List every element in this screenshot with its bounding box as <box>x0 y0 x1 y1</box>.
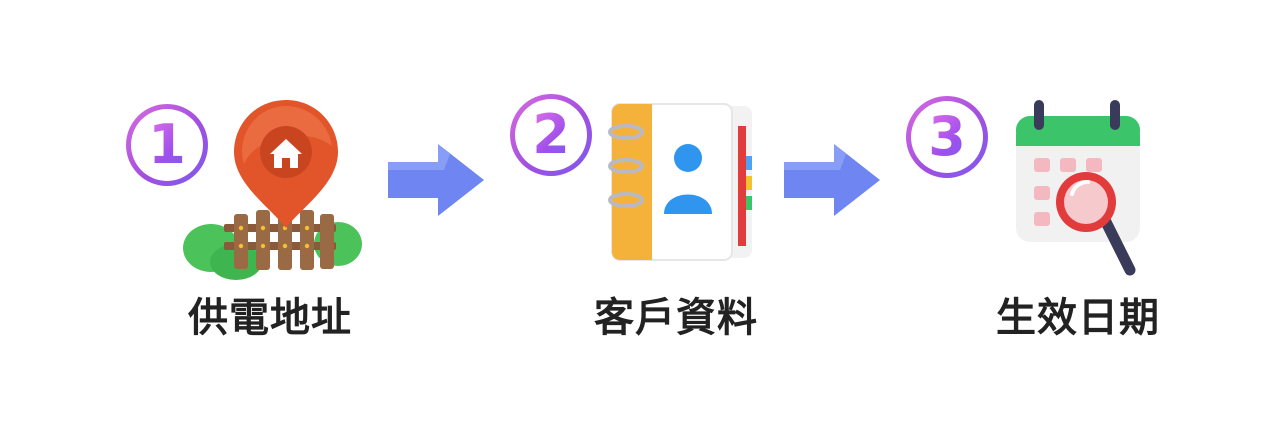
calendar-magnifier-icon <box>1008 94 1148 284</box>
step-3-number: 3 <box>928 110 966 164</box>
step-2-number: 2 <box>532 108 570 162</box>
map-pin-house-fence-icon <box>176 96 376 286</box>
step-1-label: 供電地址 <box>160 285 380 343</box>
step-3-number-badge: 3 <box>906 96 988 178</box>
arrow-right-icon <box>780 140 884 220</box>
contact-book-icon <box>600 96 760 268</box>
step-2-label: 客戶資料 <box>566 285 786 343</box>
arrow-right-icon <box>384 140 488 220</box>
step-2-number-badge: 2 <box>510 94 592 176</box>
step-3-label: 生效日期 <box>968 285 1188 343</box>
